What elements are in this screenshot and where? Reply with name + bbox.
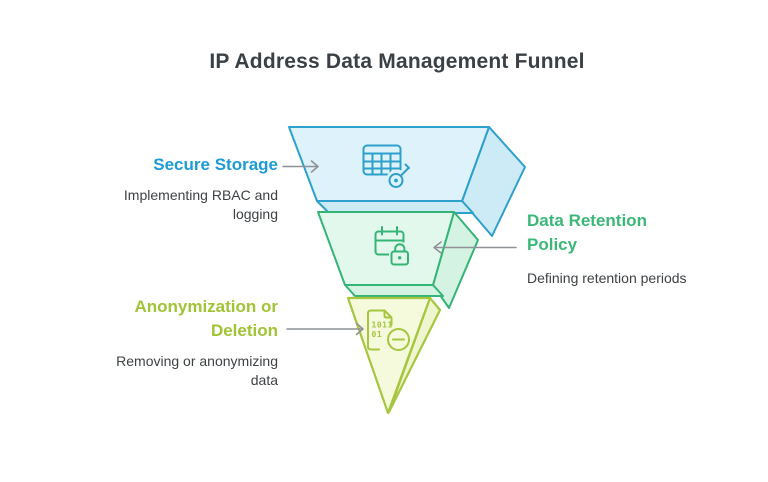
- binary-text-line2: 01: [372, 330, 383, 339]
- binary-file-delete-icon: 1011 01: [367, 309, 412, 353]
- binary-text-line1: 1011: [372, 321, 393, 330]
- calendar-lock-icon: [374, 226, 411, 267]
- diagram-title: IP Address Data Management Funnel: [209, 50, 585, 73]
- segment-bottom-face: [344, 284, 444, 297]
- stage-label-data-retention: Data Retention Policy: [527, 211, 647, 255]
- stage-description-data-retention: Defining retention periods: [527, 270, 687, 286]
- stage-description-anonymization: Removing or anonymizing data: [116, 353, 278, 389]
- table-key-icon: [362, 144, 410, 192]
- connector-arrow-secure-storage: [282, 160, 319, 173]
- stage-label-anonymization: Anonymization or Deletion: [134, 297, 278, 341]
- segment-front-face: [288, 126, 490, 202]
- funnel-segment-anonymization: [346, 296, 442, 415]
- funnel-segment-data-retention: [317, 211, 479, 309]
- funnel-segment-secure-storage: [288, 126, 526, 237]
- stage-description-secure-storage: Implementing RBAC and logging: [123, 187, 278, 223]
- connector-arrow-data-retention: [433, 241, 517, 254]
- segment-front-face: [317, 211, 455, 286]
- stage-label-secure-storage: Secure Storage: [153, 155, 278, 174]
- connector-arrow-anonymization: [286, 322, 364, 336]
